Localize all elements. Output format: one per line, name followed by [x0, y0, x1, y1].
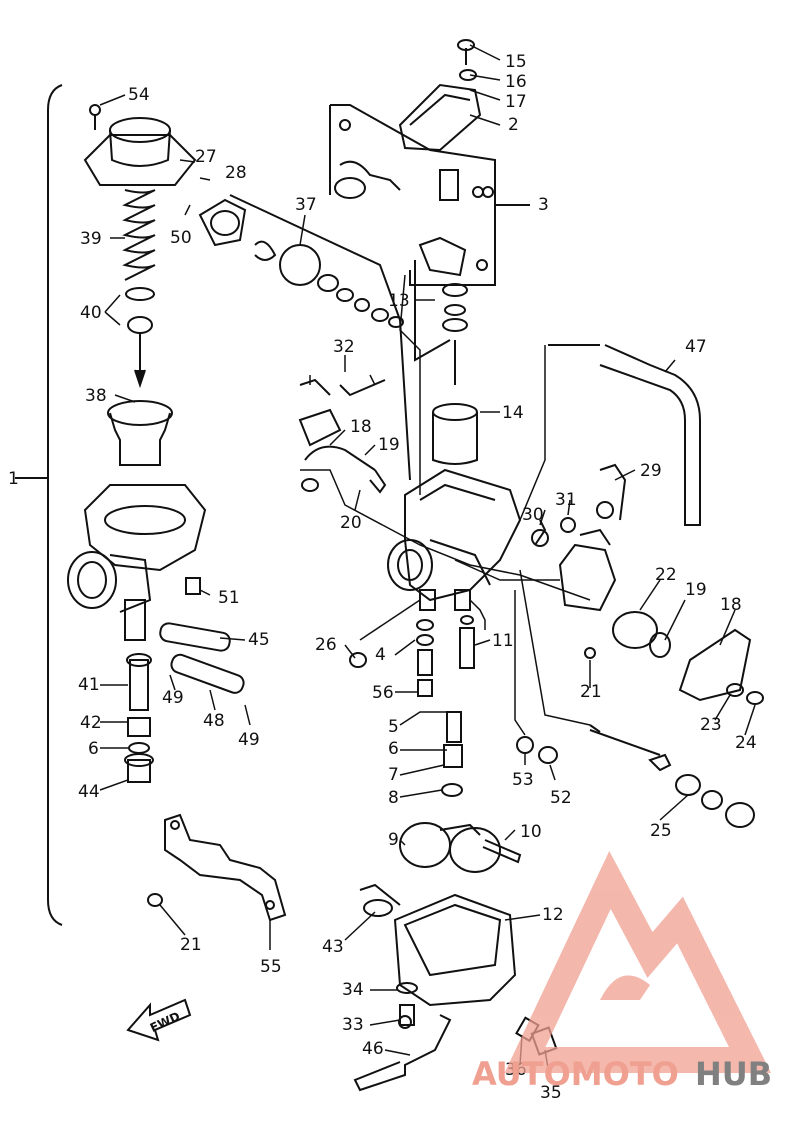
throttle-parts: [334, 119, 494, 277]
label-19-upper: 19: [378, 435, 400, 455]
label-39: 39: [80, 229, 102, 249]
assembly-3-frame: [329, 104, 530, 286]
label-1: 1: [8, 469, 19, 489]
label-55: 55: [260, 957, 282, 977]
label-18-right: 18: [720, 595, 742, 615]
label-17: 17: [505, 92, 527, 112]
lever-18-19-20: [298, 378, 387, 494]
label-2: 2: [508, 115, 519, 135]
jet-42-6-44: [124, 717, 154, 783]
slide-14: [432, 403, 478, 465]
watermark-text-part2: HUB: [695, 1055, 772, 1093]
carb-body-left: [67, 484, 207, 641]
label-6-right: 6: [388, 739, 399, 759]
label-22: 22: [655, 565, 677, 585]
diaphragm-37: [198, 194, 411, 481]
label-15: 15: [505, 52, 527, 72]
label-25: 25: [650, 821, 672, 841]
fwd-arrow: [126, 998, 192, 1042]
spring-39: [122, 189, 156, 281]
tube-48: [170, 653, 245, 694]
label-48: 48: [203, 711, 225, 731]
screw-assembly-25: [589, 724, 755, 828]
needle-40: [125, 287, 155, 389]
label-35: 35: [540, 1083, 562, 1103]
label-37: 37: [295, 195, 317, 215]
label-54: 54: [128, 85, 150, 105]
screw-41: [126, 653, 152, 711]
label-16: 16: [505, 72, 527, 92]
label-45: 45: [248, 630, 270, 650]
label-50: 50: [170, 228, 192, 248]
label-14: 14: [502, 403, 524, 423]
top-cover-54: [83, 104, 197, 186]
label-28: 28: [225, 163, 247, 183]
label-5: 5: [388, 717, 399, 737]
label-44: 44: [78, 782, 100, 802]
watermark-logo: [504, 851, 772, 1073]
assembly-bracket: [47, 84, 63, 926]
label-47: 47: [685, 337, 707, 357]
label-34: 34: [342, 980, 364, 1000]
label-27: 27: [195, 147, 217, 167]
label-42: 42: [80, 713, 102, 733]
label-29: 29: [640, 461, 662, 481]
label-11: 11: [492, 631, 514, 651]
needle-13: [414, 260, 468, 385]
label-53: 53: [512, 770, 534, 790]
label-31: 31: [555, 490, 577, 510]
label-32: 32: [333, 337, 355, 357]
label-20: 20: [340, 513, 362, 533]
cap-2: [398, 39, 482, 152]
watermark-text: AUTOMOTO HUB: [472, 1055, 772, 1093]
label-26: 26: [315, 635, 337, 655]
label-6-left: 6: [88, 739, 99, 759]
label-9: 9: [388, 830, 399, 850]
label-46: 46: [362, 1039, 384, 1059]
label-43: 43: [322, 937, 344, 957]
label-24: 24: [735, 733, 757, 753]
label-19-right: 19: [685, 580, 707, 600]
float-9-10: [399, 822, 522, 873]
label-4: 4: [375, 645, 386, 665]
label-21-right: 21: [580, 682, 602, 702]
label-40: 40: [80, 303, 102, 323]
tube-45: [159, 622, 231, 652]
label-33: 33: [342, 1015, 364, 1035]
part-labels: 1 54 15 16 17 2 27 28 3 37 39 50 40 13 3…: [8, 52, 757, 1103]
label-51: 51: [218, 588, 240, 608]
label-13: 13: [388, 291, 410, 311]
label-10: 10: [520, 822, 542, 842]
label-3: 3: [538, 195, 549, 215]
jets-4-to-8: [416, 615, 475, 797]
label-18-upper: 18: [350, 417, 372, 437]
label-21-left: 21: [180, 935, 202, 955]
lever-group-right: [534, 463, 764, 705]
hose-47: [548, 344, 701, 526]
label-56: 56: [372, 683, 394, 703]
piston-38: [107, 400, 173, 466]
bracket-55: [164, 813, 287, 922]
label-8: 8: [388, 788, 399, 808]
label-52: 52: [550, 788, 572, 808]
carb-body-main: [387, 468, 522, 611]
small-parts-51-52-53-26: [147, 501, 614, 1029]
label-49-upper: 49: [162, 688, 184, 708]
label-41: 41: [78, 675, 100, 695]
label-49-lower: 49: [238, 730, 260, 750]
label-12: 12: [542, 905, 564, 925]
label-23: 23: [700, 715, 722, 735]
watermark-text-part1: AUTOMOTO: [472, 1055, 679, 1093]
leader-lines: [99, 44, 756, 1081]
label-30: 30: [522, 505, 544, 525]
label-7: 7: [388, 765, 399, 785]
label-38: 38: [85, 386, 107, 406]
